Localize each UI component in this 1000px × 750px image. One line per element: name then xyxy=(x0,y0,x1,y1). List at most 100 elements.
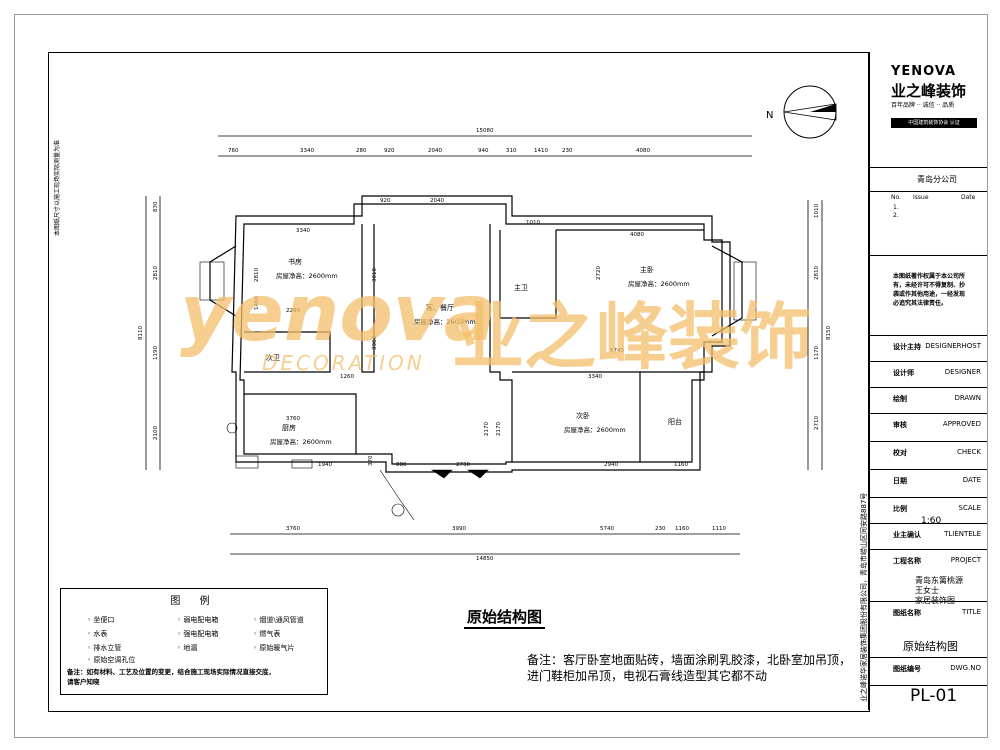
room-height: 房屋净高：2600mm xyxy=(270,437,332,446)
dim-top: 760 xyxy=(228,148,239,154)
issue-header-no: No. xyxy=(891,194,901,201)
dwg-no-value: PL-01 xyxy=(910,686,958,706)
brand-slogan: 百年品牌 ·· 诚信 ·· 品质 xyxy=(891,102,955,109)
drawing-sheet xyxy=(14,14,988,738)
title-block-row: 工程名称 PROJECT xyxy=(869,550,987,602)
title-block-label: 图纸编号 xyxy=(893,665,921,673)
legend-box: 图 例 ◦ 坐便口◦ 弱电配电箱◦ 烟道\通风管道◦ 水表◦ 强电配电箱◦ 燃气… xyxy=(60,588,328,695)
dim-inner: 370 xyxy=(368,455,374,466)
title-block-label-en: CHECK xyxy=(956,448,981,456)
title-block-label: 设计师 xyxy=(893,369,914,377)
legend-item: ◦ 地漏 xyxy=(177,644,198,652)
dim-top: 3340 xyxy=(300,148,314,154)
dim-inner: 5740 xyxy=(610,348,624,354)
title-block-label: 绘制 xyxy=(893,395,907,403)
dim-inner: 920 xyxy=(380,198,391,204)
dim-inner: 1160 xyxy=(674,462,688,468)
dim-inner: 2810 xyxy=(254,268,260,282)
branch-row: 青岛分公司 xyxy=(869,168,987,192)
title-block-label-en: DATE xyxy=(962,476,981,484)
title-block-label-en: DESIGNERHOST xyxy=(925,342,981,350)
dim-inner: 2940 xyxy=(604,462,618,468)
project-line: 青岛东篱桃源 xyxy=(915,576,963,585)
dim-inner: 1460 xyxy=(254,296,260,310)
dim-inner: 2720 xyxy=(596,266,602,280)
legend-note: 备注：如有材料、工艺及位置的变更，结合施工现场实际情况直接交底，请客户知晓 xyxy=(67,668,275,686)
dim-right: 1170 xyxy=(814,346,820,360)
issue-row-1: 1. xyxy=(893,204,899,211)
room-height: 房屋净高：2600mm xyxy=(564,425,626,434)
legend-item: ◦ 原始空调孔位 xyxy=(87,656,136,664)
dim-inner: 2170 xyxy=(496,422,502,436)
scale-value: 1:60 xyxy=(921,516,942,526)
issue-header-issue: Issue xyxy=(913,194,929,201)
title-block-label-en: APPROVED xyxy=(942,420,981,428)
dim-bottom: 3990 xyxy=(452,526,466,532)
room-height: 房屋净高：2600mm xyxy=(628,279,690,288)
brand-block: YENOVA 业之峰装饰 百年品牌 ·· 诚信 ·· 品质 中国建筑装饰协会 认… xyxy=(869,52,987,168)
dim-right: 2810 xyxy=(814,266,820,280)
drawing-frame xyxy=(48,52,870,712)
watermark-en: yenova xyxy=(180,269,496,359)
brand-logo-cn: 业之峰装饰 xyxy=(891,82,967,100)
room-name: 次卧 xyxy=(576,411,590,420)
dim-top: 1410 xyxy=(534,148,548,154)
title-block-label: 审核 xyxy=(893,421,907,429)
dim-right: 2710 xyxy=(814,416,820,430)
compass-label: N xyxy=(766,110,773,121)
dim-left: 830 xyxy=(153,201,159,212)
copyright-note: 本图纸著作权属于本公司所有，未经许可不得复制、抄袭或作其他用途，一经发现必追究其… xyxy=(893,273,966,307)
legend-item: ◦ 水表 xyxy=(87,630,108,638)
dim-right: 1010 xyxy=(814,204,820,218)
dim-inner: 3340 xyxy=(588,374,602,380)
title-block-label-en: PROJECT xyxy=(950,556,981,564)
dim-top-total: 15080 xyxy=(476,128,494,134)
project-line: 王女士 xyxy=(915,586,939,595)
title-block-label: 图纸名称 xyxy=(893,609,921,617)
title-block-label: 业主确认 xyxy=(893,531,921,539)
title-block-label: 工程名称 xyxy=(893,557,921,565)
legend-item: ◦ 燃气表 xyxy=(253,630,281,638)
dim-inner: 1940 xyxy=(318,462,332,468)
dim-inner: 2040 xyxy=(430,198,444,204)
dim-inner: 1260 xyxy=(340,374,354,380)
dim-bottom: 3760 xyxy=(286,526,300,532)
dim-inner: 3760 xyxy=(286,416,300,422)
title-block-label: 校对 xyxy=(893,449,907,457)
brand-logo-en: YENOVA xyxy=(891,64,957,79)
title-block-row: 校对 CHECK xyxy=(869,442,987,470)
room-name: 次卫 xyxy=(266,353,280,362)
north-compass-icon: N xyxy=(766,85,837,139)
branch-name: 青岛分公司 xyxy=(917,175,957,184)
side-company: 业之峰诺华家居装饰集团股份有限公司，青岛市崂山区同安路887号 xyxy=(860,492,868,702)
title-block-label-en: DESIGNER xyxy=(944,368,981,376)
room-height: 房屋净高：2600mm xyxy=(414,317,476,326)
dim-left: 2810 xyxy=(153,266,159,280)
room-name: 客、餐厅 xyxy=(426,303,454,312)
issue-header-date: Date xyxy=(961,194,976,201)
legend-item: ◦ 烟道\通风管道 xyxy=(253,616,304,624)
project-line: 家居装饰图 xyxy=(915,596,955,605)
remark-note: 备注：客厅卧室地面贴砖，墙面涂刷乳胶漆，北卧室加吊顶，进门鞋柜加吊顶，电视石膏线… xyxy=(527,653,852,683)
room-name: 主卫 xyxy=(514,283,528,292)
copyright-block: 本图纸著作权属于本公司所有，未经许可不得复制、抄袭或作其他用途，一经发现必追究其… xyxy=(869,256,987,336)
drawing-main-title: 原始结构图 xyxy=(464,606,546,629)
title-block-label: 设计主持 xyxy=(893,343,921,351)
title-block-row: 设计主持 DESIGNERHOST xyxy=(869,336,987,362)
title-block: YENOVA 业之峰装饰 百年品牌 ·· 诚信 ·· 品质 中国建筑装饰协会 认… xyxy=(860,52,987,710)
dim-bottom: 1160 xyxy=(675,526,689,532)
brand-cert: 中国建筑装饰协会 认证 xyxy=(891,118,977,128)
dim-left-total: 8110 xyxy=(138,326,144,340)
room-name: 主卧 xyxy=(640,265,654,274)
dim-bottom: 1110 xyxy=(712,526,726,532)
title-block-row: 设计师 DESIGNER xyxy=(869,362,987,388)
watermark-sub: DECORATION xyxy=(262,351,425,375)
dim-left: 1190 xyxy=(153,346,159,360)
dim-left: 2100 xyxy=(153,426,159,440)
issue-row-2: 2. xyxy=(893,212,899,219)
